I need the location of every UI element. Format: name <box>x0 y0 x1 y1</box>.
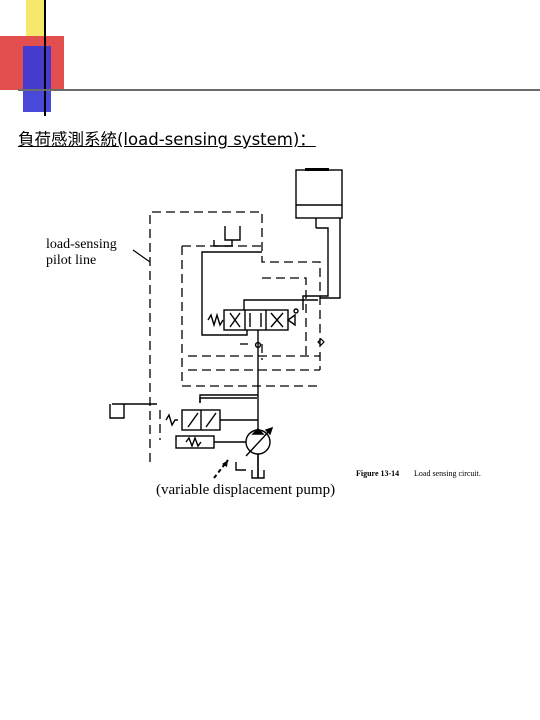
pilot-lines <box>149 211 321 462</box>
pilot-line-label-1: load-sensing <box>46 237 117 252</box>
pump-symbol <box>245 426 274 479</box>
tank-symbols <box>109 226 246 471</box>
pump-label-pointer <box>213 459 229 479</box>
load-sensing-circuit-diagram: load-sensing pilot line (variable displa… <box>46 168 481 498</box>
decor-vertical-line <box>44 0 46 116</box>
pilot-line-label-2: pilot line <box>46 253 96 268</box>
figure-number: Figure 13-14 <box>356 469 399 478</box>
hydraulic-cylinder <box>295 168 343 228</box>
figure-caption: Load sensing circuit. <box>414 469 481 478</box>
pump-label: (variable displacement pump) <box>156 482 335 498</box>
decor-horizontal-rule <box>18 89 540 91</box>
directional-control-valve <box>207 308 299 349</box>
pilot-label-pointer <box>132 249 151 263</box>
compensator-valve <box>165 409 258 449</box>
slide-title: 負荷感測系統(load-sensing system)： <box>18 130 316 149</box>
pump-pointer-arrowhead <box>222 460 228 467</box>
decor-blue-square <box>23 46 51 112</box>
check-port-icon <box>317 338 325 346</box>
